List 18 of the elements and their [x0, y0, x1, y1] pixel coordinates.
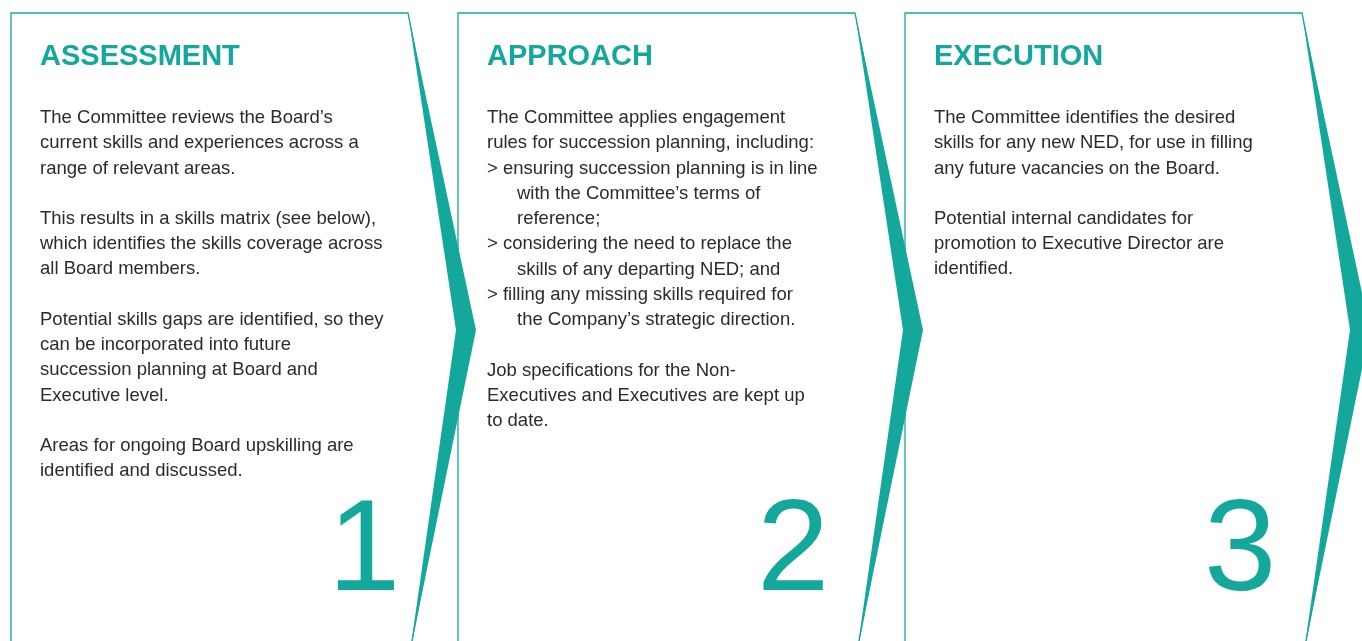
step-description: Potential internal candidates for promotion to Executive Director are identified.	[934, 205, 1225, 281]
bullet-list-item: > ensuring succession planning is in line with the Committee’s terms of reference;	[487, 155, 819, 231]
step-heading: ASSESSMENT	[40, 38, 240, 72]
step-description: Job specifications for the Non-Executives and Executives are kept up to date.	[487, 357, 806, 433]
bullet-list-item: > considering the need to replace the skills of any departing NED; and	[487, 231, 793, 281]
step-description: The Committee reviews the Board’s current skills and experiences across a range of relevant areas.	[40, 105, 360, 180]
step-number: 3	[1204, 480, 1277, 610]
step-description: Potential skills gaps are identified, so they can be incorporated into future succession planning at Board and Executive level.	[40, 306, 385, 407]
step-description: Areas for ongoing Board upskilling are identified and discussed.	[40, 432, 355, 483]
step-number: 2	[757, 480, 830, 610]
chevron-step-panel	[904, 12, 1362, 641]
step-heading: EXECUTION	[934, 38, 1104, 72]
step-heading: APPROACH	[487, 38, 653, 72]
step-description: The Committee applies engagement rules for succession planning, including:	[487, 105, 816, 155]
step-description: The Committee identifies the desired skills for any new NED, for use in filling any future vacancies on the Board.	[934, 105, 1254, 180]
step-description: This results in a skills matrix (see below), which identifies the skills coverage across all Board members.	[40, 205, 384, 281]
step-number: 1	[328, 480, 401, 610]
bullet-list-item: > filling any missing skills required for the Company’s strategic direction.	[487, 282, 797, 332]
